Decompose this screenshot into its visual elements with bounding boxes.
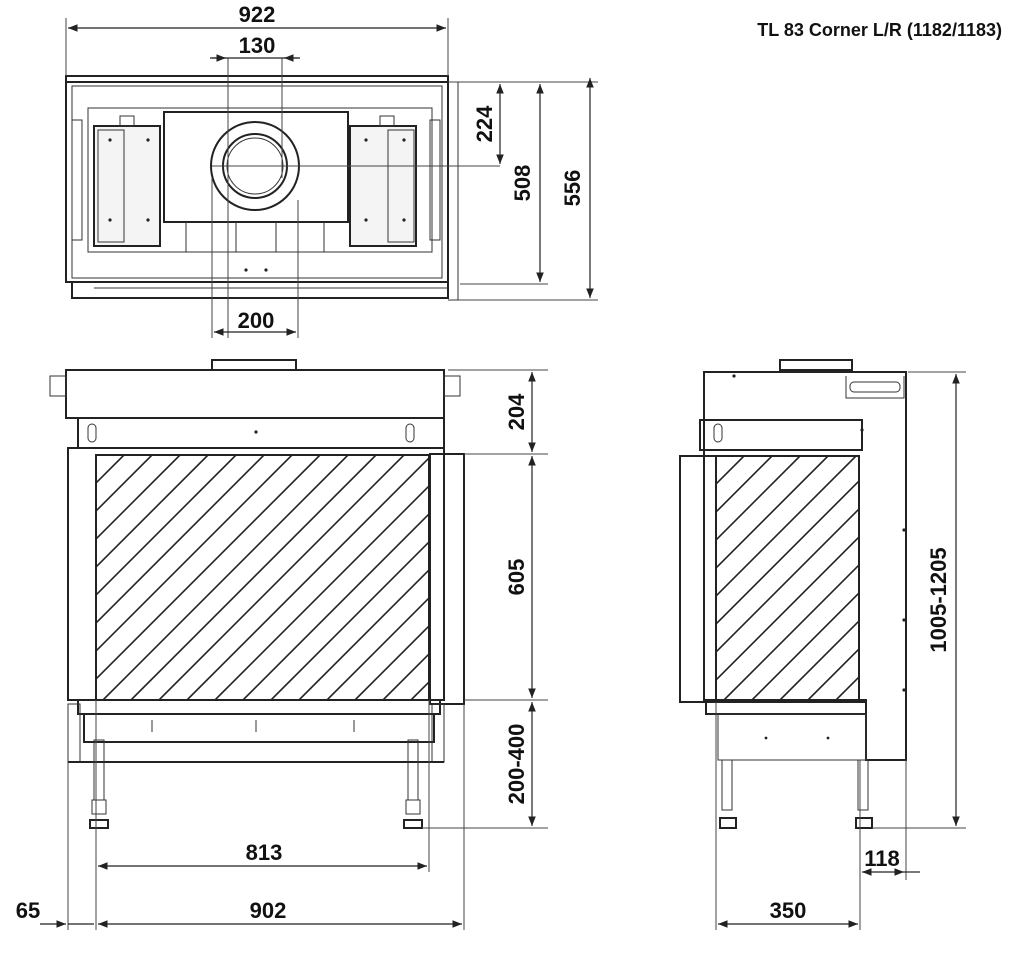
dim-1005-1205: 1005-1205 (926, 547, 951, 652)
hatch-line (1004, 456, 1024, 700)
dim-130: 130 (239, 33, 276, 58)
side-dimensions: 1005-1205 350 118 (715, 371, 966, 930)
hatch-line (751, 591, 859, 700)
front-glass-hatch (96, 455, 908, 700)
dim-65: 65 (16, 898, 40, 923)
side-glass-hatch (716, 456, 1024, 700)
hatch-line (96, 455, 181, 541)
hatch-line (96, 455, 237, 597)
front-glass (95, 454, 430, 701)
hatch-line (635, 455, 880, 700)
hatch-line (716, 535, 859, 682)
dim-200-top: 200 (238, 308, 275, 333)
hatch-line (96, 455, 265, 625)
dim-350: 350 (770, 898, 807, 923)
hatch-line (382, 652, 429, 700)
hatch-line (130, 455, 377, 700)
hatch-line (186, 456, 429, 700)
side-view (679, 359, 1024, 829)
front-dimensions: 204 605 200-400 813 902 65 (16, 369, 548, 930)
hatch-line (579, 455, 824, 700)
hatch-line (270, 540, 429, 700)
hatch-line (354, 624, 429, 700)
dim-508: 508 (510, 165, 535, 202)
hatch-line (976, 456, 1024, 700)
front-legs (89, 739, 423, 829)
hatch-line (716, 456, 801, 542)
hatch-line (716, 456, 829, 570)
front-view (49, 359, 908, 829)
hatch-line (716, 479, 859, 626)
hatch-line (96, 455, 321, 681)
hatch-line (551, 455, 796, 700)
dim-922: 922 (239, 2, 276, 27)
dim-556: 556 (560, 170, 585, 207)
hatch-line (716, 456, 745, 486)
hatch-line (96, 455, 153, 513)
dim-118: 118 (864, 846, 900, 871)
hatch-line (948, 456, 1024, 700)
hatch-line (410, 680, 429, 700)
hatch-line (716, 507, 859, 654)
side-glass (715, 455, 860, 701)
hatch-line (439, 455, 684, 700)
top-view (65, 58, 500, 338)
hatch-line (523, 455, 768, 700)
hatch-line (807, 647, 859, 700)
hatch-line (663, 455, 908, 700)
dim-204: 204 (504, 393, 529, 430)
hatch-line (326, 596, 429, 700)
hatch-line (158, 455, 405, 700)
hatch-line (96, 455, 293, 653)
hatch-line (892, 456, 1024, 700)
dim-902: 902 (250, 898, 287, 923)
hatch-line (298, 568, 429, 700)
hatch-line (779, 619, 859, 700)
hatch-line (716, 456, 773, 514)
dim-813: 813 (246, 840, 283, 865)
dim-200-400: 200-400 (504, 724, 529, 805)
hatch-line (242, 512, 429, 700)
top-dimensions: 922 130 200 224 508 556 (65, 2, 598, 338)
hatch-line (214, 484, 429, 700)
hatch-line (102, 455, 349, 700)
dim-224: 224 (472, 105, 497, 142)
hatch-line (96, 455, 97, 457)
hatch-line (716, 456, 857, 598)
hatch-line (96, 455, 209, 569)
hatch-line (607, 455, 852, 700)
drawing-title: TL 83 Corner L/R (1182/1183) (757, 20, 1002, 40)
hatch-line (96, 455, 125, 485)
dim-605: 605 (504, 559, 529, 596)
hatch-line (723, 563, 859, 700)
